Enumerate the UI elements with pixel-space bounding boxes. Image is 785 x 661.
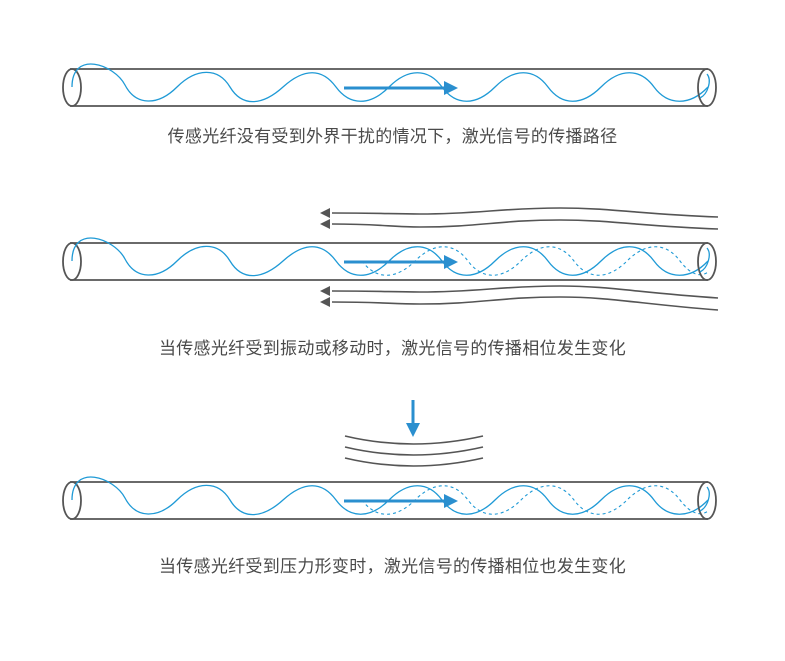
fiber-tube-body bbox=[70, 481, 708, 520]
propagation-arrow bbox=[344, 81, 458, 95]
panel-vibration bbox=[62, 207, 719, 311]
fiber-tube-body bbox=[70, 68, 708, 107]
signal-wave-shifted bbox=[361, 485, 709, 515]
signal-wave-shifted bbox=[361, 246, 709, 276]
fiber-tube-left-end bbox=[62, 242, 82, 281]
panel-pressure bbox=[62, 400, 717, 520]
fiber-tube-right-end bbox=[697, 242, 717, 281]
arrowhead-left-icon bbox=[320, 286, 330, 296]
propagation-arrow bbox=[344, 494, 458, 508]
caption-undisturbed: 传感光纤没有受到外界干扰的情况下，激光信号的传播路径 bbox=[167, 127, 618, 147]
panel-undisturbed bbox=[62, 63, 717, 107]
arrowhead-left-icon bbox=[320, 219, 330, 229]
arrowhead-left-icon bbox=[320, 297, 330, 307]
vibration-lines-bottom bbox=[320, 285, 719, 311]
fiber-tube-left-end bbox=[62, 481, 82, 520]
pressure-arrow-down-icon bbox=[406, 400, 420, 437]
fiber-tube-right-end bbox=[697, 481, 717, 520]
signal-wave-end bbox=[699, 247, 710, 273]
fiber-tube-body bbox=[70, 242, 708, 281]
arrowhead-left-icon bbox=[320, 208, 330, 218]
vibration-lines-top bbox=[320, 207, 719, 230]
caption-pressure: 当传感光纤受到压力形变时，激光信号的传播相位也发生变化 bbox=[158, 557, 627, 577]
propagation-arrow bbox=[344, 255, 458, 269]
fiber-tube-right-end bbox=[697, 68, 717, 107]
signal-wave-end bbox=[699, 73, 710, 99]
fiber-tube-left-end bbox=[62, 68, 82, 107]
pressure-lines bbox=[344, 435, 484, 467]
caption-vibration: 当传感光纤受到振动或移动时，激光信号的传播相位发生变化 bbox=[158, 339, 627, 359]
signal-wave-end bbox=[699, 486, 710, 512]
